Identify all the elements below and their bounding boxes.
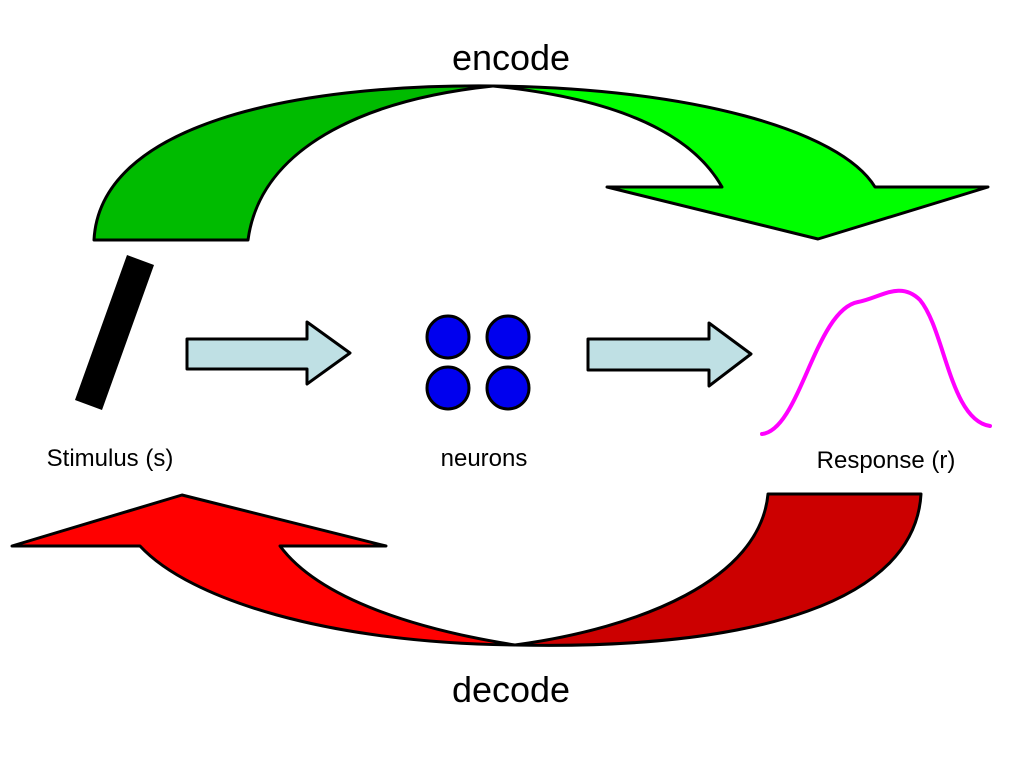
neurons-label: neurons	[441, 445, 528, 472]
decode-label: decode	[452, 669, 570, 710]
encode-label: encode	[452, 37, 570, 78]
flow-arrow-stimulus-to-neurons	[185, 320, 352, 386]
neuron-circle	[485, 314, 531, 360]
neuron-circle	[485, 365, 531, 411]
neuron-circle	[425, 365, 471, 411]
decode-arrow-left-half	[10, 493, 517, 647]
response-curve-icon	[760, 288, 992, 436]
stimulus-bar-icon	[75, 255, 154, 410]
encode-arrow-right-half	[491, 84, 990, 241]
encode-arrow	[92, 84, 990, 242]
flow-arrow-neurons-to-response	[586, 321, 753, 388]
decode-arrow	[10, 492, 923, 647]
stimulus-label: Stimulus (s)	[47, 445, 174, 472]
encode-arrow-left-half	[92, 84, 495, 242]
decode-arrow-right-half	[513, 492, 923, 647]
neurons-icon	[425, 314, 531, 411]
response-label: Response (r)	[817, 447, 956, 474]
neuron-circle	[425, 314, 471, 360]
